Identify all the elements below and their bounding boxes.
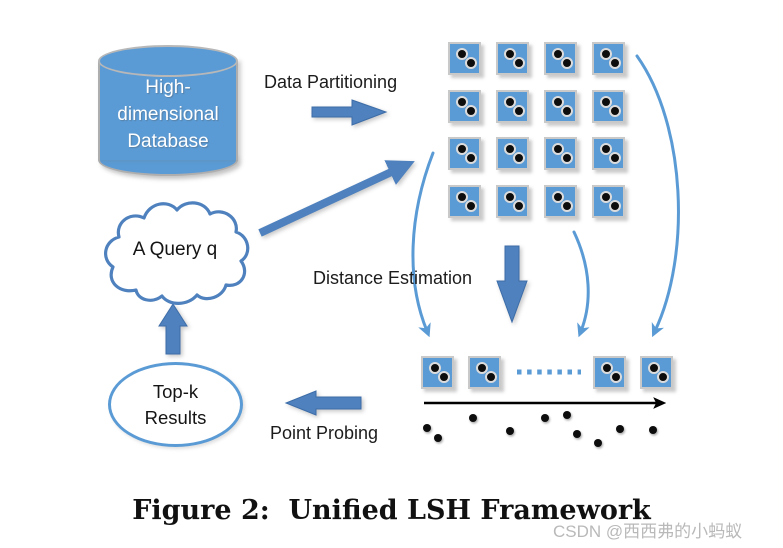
cell-point-dot: [552, 143, 564, 155]
partition-cell: [593, 356, 626, 389]
cell-point-dot: [600, 95, 612, 108]
cell-point-dot: [601, 362, 613, 374]
query-to-partitions-arrow: [258, 160, 415, 237]
cylinder-body: [98, 61, 238, 160]
partition-cell: [544, 184, 577, 218]
watermark-text: CSDN @西西弗的小蚂蚁: [553, 522, 743, 541]
cell-point-dot: [456, 48, 468, 60]
distance-estimation-label: Distance Estimation: [313, 268, 473, 288]
cell-point-dot: [609, 104, 621, 117]
partition-cell: [496, 42, 529, 75]
partition-cell: [448, 184, 481, 218]
partition-cell: [640, 356, 673, 389]
scatter-point: [423, 424, 431, 432]
partition-cell: [468, 356, 501, 389]
partition-cell: [448, 42, 481, 75]
partition-cell: [592, 89, 625, 123]
curve-arrow-right: [635, 54, 680, 338]
cloud-outline: [104, 201, 250, 305]
data-partitioning-label: Data Partitioning: [264, 72, 398, 92]
curve-arrow-middle: [572, 230, 590, 338]
cell-point-dot: [465, 199, 477, 212]
scatter-point: [563, 411, 571, 419]
cell-point-dot: [476, 362, 488, 374]
cell-point-dot: [504, 190, 516, 203]
cell-point-dot: [456, 143, 468, 155]
scatter-point: [594, 439, 602, 447]
query-cloud: [104, 201, 250, 305]
scatter-point: [506, 427, 514, 435]
scatter-point: [434, 434, 442, 442]
cell-point-dot: [465, 104, 477, 117]
results-ellipse: Top-k Results: [108, 362, 243, 447]
cell-point-dot: [609, 57, 621, 69]
results-label-line2: Results: [144, 406, 207, 428]
data-partitioning-arrow: [311, 99, 388, 126]
partition-cell: [496, 184, 529, 218]
cell-point-dot: [600, 143, 612, 155]
cell-point-dot: [456, 190, 468, 203]
cell-point-dot: [456, 95, 468, 108]
partition-cell: [544, 137, 577, 170]
query-label: A Query q: [132, 239, 218, 260]
database-cylinder: [98, 45, 238, 177]
cell-point-dot: [561, 152, 573, 164]
partition-cell: [448, 89, 481, 123]
partition-cell: [544, 89, 577, 123]
scatter-point: [541, 414, 549, 422]
cell-point-dot: [561, 104, 573, 117]
cell-point-dot: [552, 95, 564, 108]
cell-point-dot: [513, 199, 525, 212]
cell-point-dot: [504, 48, 516, 60]
results-label-line1: Top-k: [152, 380, 199, 402]
partition-cell: [592, 184, 625, 218]
cell-point-dot: [504, 143, 516, 155]
partition-cell: [592, 42, 625, 75]
cell-point-dot: [438, 371, 450, 383]
figure-caption: Figure 2: Unified LSH Framework: [132, 495, 651, 526]
cell-point-dot: [648, 362, 660, 374]
cell-point-dot: [504, 95, 516, 108]
partition-cell: [496, 137, 529, 170]
scatter-point: [649, 426, 657, 434]
cell-point-dot: [465, 152, 477, 164]
cell-point-dot: [600, 48, 612, 60]
cell-point-dot: [429, 362, 441, 374]
cell-point-dot: [552, 190, 564, 203]
point-probing-arrow: [284, 390, 362, 416]
curve-arrow-left: [411, 151, 435, 338]
partition-grid: [448, 42, 625, 218]
partition-cell: [448, 137, 481, 170]
cell-point-dot: [561, 57, 573, 69]
results-to-query-arrow: [158, 303, 188, 355]
partition-cell: [592, 137, 625, 170]
partition-cell: [421, 356, 454, 389]
cell-point-dot: [609, 199, 621, 212]
cell-point-dot: [513, 57, 525, 69]
cell-point-dot: [561, 199, 573, 212]
cell-point-dot: [610, 371, 622, 383]
database-label: High- dimensional Database: [98, 74, 238, 155]
cell-point-dot: [600, 190, 612, 203]
cell-point-dot: [485, 371, 497, 383]
cell-point-dot: [513, 152, 525, 164]
cell-point-dot: [552, 48, 564, 60]
cell-point-dot: [513, 104, 525, 117]
cell-point-dot: [465, 57, 477, 69]
database-label-line2: dimensional: [117, 104, 219, 125]
scatter-point: [469, 414, 477, 422]
scatter-point: [616, 425, 624, 433]
cell-point-dot: [657, 371, 669, 383]
point-probing-label: Point Probing: [270, 423, 379, 443]
partition-cell: [496, 89, 529, 123]
partition-cell: [544, 42, 577, 75]
cell-point-dot: [609, 152, 621, 164]
cylinder-top: [98, 45, 238, 77]
scatter-point: [573, 430, 581, 438]
distance-estimation-arrow: [496, 245, 528, 324]
database-label-line1: High-: [145, 77, 191, 98]
database-label-line3: Database: [127, 131, 209, 152]
